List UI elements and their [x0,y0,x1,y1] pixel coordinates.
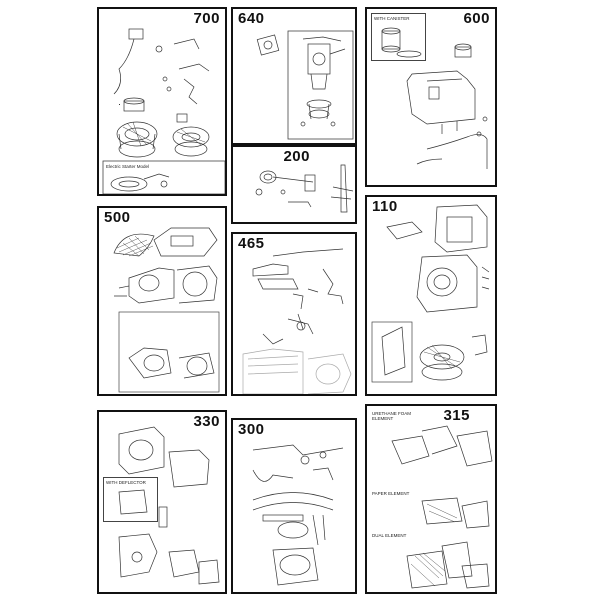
label-with-deflector: WITH DEFLECTOR [106,480,146,485]
panel-330: 330 WITH DEFLECTOR [97,410,227,594]
label-with-canister: WITH CANISTER [374,16,410,21]
panel-465: 465 [231,232,357,396]
diagram-330 [118,426,220,585]
panel-title-600: 600 [463,10,490,27]
diagram-600 [381,27,488,169]
diagram-200 [255,164,354,213]
panel-title-200: 200 [283,148,310,165]
panel-500: 500 [97,206,227,396]
diagram-700 [102,28,225,194]
diagram-640 [256,30,354,140]
label-paper-element: PAPER ELEMENT [372,491,410,496]
panel-title-330: 330 [193,413,220,430]
panel-title-700: 700 [193,10,220,27]
diagram-500 [113,227,220,393]
label-electric-starter-model: Electric Starter Model [106,164,150,169]
deflector-inset [103,477,158,522]
label-dual-element: DUAL ELEMENT [372,533,407,538]
diagram-110 [371,204,490,383]
panel-110: 110 [365,195,497,396]
diagram-300 [252,444,344,586]
panel-title-300: 300 [238,421,265,438]
panel-300: 300 [231,418,357,594]
panel-title-640: 640 [238,10,265,27]
panel-315: 315 URETHANE FOAM ELEMENT PAPER ELEMENT … [365,404,497,594]
diagram-315 [391,425,493,589]
panel-600: 600 WITH CANISTER [365,7,497,187]
panel-title-110: 110 [372,198,398,215]
panel-640: 640 [231,7,357,145]
panel-200: 200 [231,145,357,224]
diagram-465 [242,248,352,394]
panel-700: 700 Electric Starter Model [97,7,227,196]
panel-title-465: 465 [238,235,265,252]
label-urethane-foam-element: URETHANE FOAM ELEMENT [372,411,412,421]
canister-inset [371,13,426,61]
panel-title-315: 315 [443,407,470,424]
panel-title-500: 500 [104,209,131,226]
